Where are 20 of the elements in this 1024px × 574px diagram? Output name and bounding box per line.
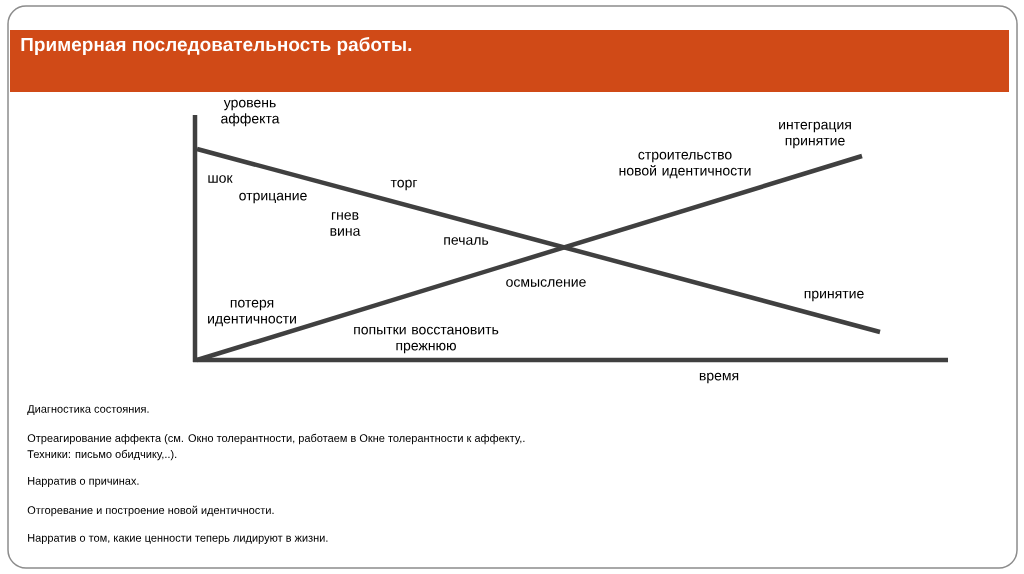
note-text: Отгоревание и построение новой идентичности. — [27, 505, 274, 517]
graph-label: шок — [208, 175, 233, 183]
graph-label: интеграция принятие — [779, 121, 851, 149]
graph-label: попытки восстановить прежнюю — [354, 326, 499, 354]
graph-label: отрицание — [239, 192, 307, 204]
note-text: Диагностика состояния. — [27, 405, 149, 415]
graph-label: уровень аффекта — [221, 99, 280, 127]
note-text: Нарратив о причинах. — [28, 477, 139, 487]
graph-label: торг — [390, 179, 418, 191]
note-text: Техники: письмо обидчику,..). — [27, 449, 177, 461]
note-text: Отреагирование аффекта (см. Окно толерантности, работаем в Окне толерантности к аффекту,. — [27, 433, 525, 445]
graph-label: строительство новой идентичности — [619, 151, 751, 179]
graph-label: печаль — [444, 237, 489, 245]
graph-label: принятие — [804, 290, 864, 302]
graph-label: гнев вина — [330, 212, 361, 236]
graph-label: осмысление — [506, 279, 586, 287]
heading-banner: Примерная последовательность работы. — [10, 30, 1009, 92]
graph-label: потеря идентичности — [208, 299, 296, 327]
note-text: Нарратив о том, какие ценности теперь лидируют в жизни. — [28, 534, 328, 544]
graph-label: время — [699, 372, 739, 384]
